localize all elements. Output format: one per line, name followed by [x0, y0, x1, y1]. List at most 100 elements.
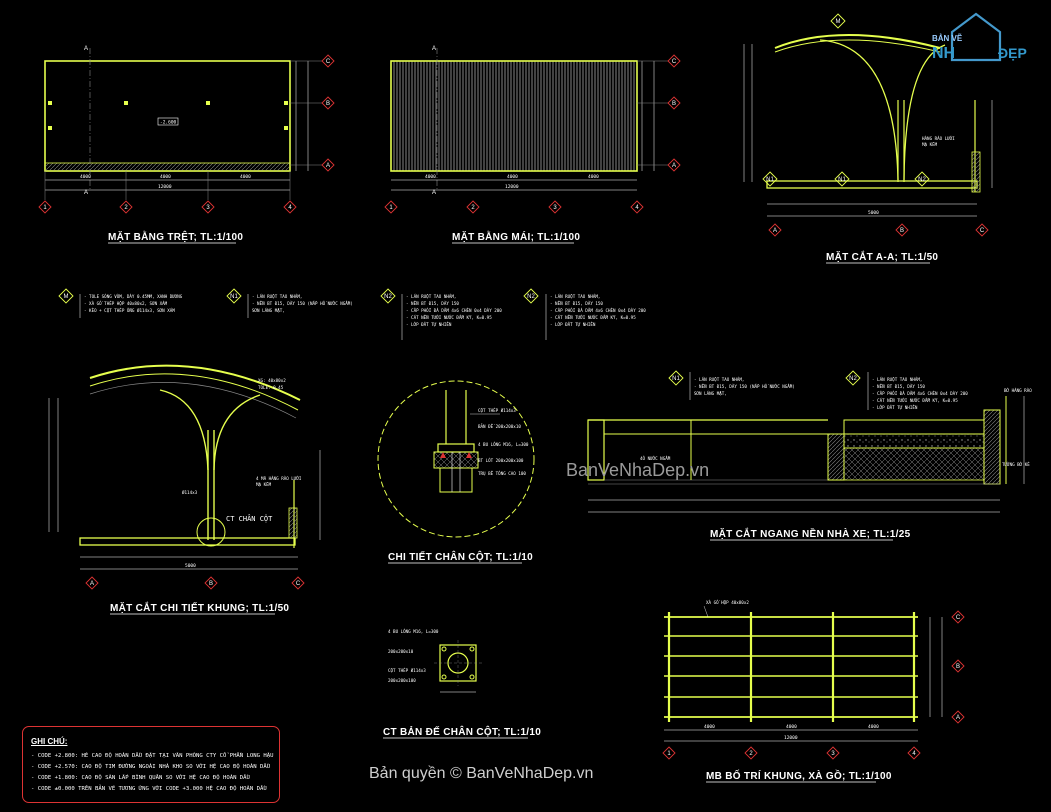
- title-floor-section: MẶT CẮT NGANG NỀN NHÀ XE; TL:1/25: [710, 527, 911, 540]
- title-section-aa: MẶT CẮT A-A; TL:1/50: [826, 250, 938, 263]
- note-bubble-m: M: [64, 294, 69, 300]
- col-foot-callout: CT CHÂN CỘT: [226, 514, 273, 523]
- material-notes: M N1 N2 N2 - TOLE SÓNG VÒM, DÀY 0.45MM, …: [58, 288, 646, 340]
- copyright: Bản quyền © BanVeNhaDep.vn: [369, 765, 593, 782]
- roof-axis-1: 1: [389, 205, 393, 211]
- axis-bubbles-plans: 1 2 3 4 1 2 3 4 C B A C B A: [38, 54, 681, 214]
- roof-plan-outline: [390, 60, 638, 172]
- svg-text:- XÀ GỒ THÉP HỘP 40x80x2, SƠN: - XÀ GỒ THÉP HỘP 40x80x2, SƠN XÁM: [84, 301, 168, 306]
- dim-span-1: 4000: [80, 174, 91, 180]
- legend-row-2: - CODE +2.570: CAO ĐỘ TIM ĐƯỜNG NGOÀI NH…: [31, 764, 271, 770]
- frame-axis-c: C: [296, 581, 301, 587]
- roof-axis-3: 3: [553, 205, 557, 211]
- svg-text:SƠN LÁNG MẶT,: SƠN LÁNG MẶT,: [694, 391, 727, 396]
- roof-axis-b: B: [672, 101, 676, 107]
- svg-text:- NỀN BT Đ15, DÀY 150: - NỀN BT Đ15, DÀY 150: [406, 301, 459, 306]
- floor-section: 4Ô NƯỚC NGẦM N1 N2 - LÁN RUỘT TAO NHÁM, …: [587, 370, 1032, 513]
- svg-text:200x200x10: 200x200x10: [388, 649, 414, 654]
- floor-bubble-n2: N2: [849, 376, 857, 382]
- note-bubble-n2: N2: [384, 294, 392, 300]
- svg-text:- NỀN BT Đ15, DÀY 150: - NỀN BT Đ15, DÀY 150: [550, 301, 603, 306]
- frame-axis-a: A: [90, 581, 94, 587]
- section-aa: 5000 HÀNG RÀO LƯỚI MẠ KẼM M N1 N1 N2 A B…: [743, 13, 993, 237]
- roof-dim-span-1: 4000: [425, 174, 436, 180]
- axis-3: 3: [206, 205, 210, 211]
- roof-section-mark-bottom: A: [432, 190, 436, 196]
- svg-text:BẢN ĐẾ 200x200x10: BẢN ĐẾ 200x200x10: [478, 424, 521, 429]
- axis-2: 2: [124, 205, 128, 211]
- roof-axis-a: A: [672, 163, 676, 169]
- brand-logo: BẢN VẼ NH ĐẸP: [932, 12, 1027, 62]
- title-frame-layout: MB BỐ TRÍ KHUNG, XÀ GỒ; TL:1/100: [706, 768, 892, 782]
- frame-detail-section: CT CHÂN CỘT 5000 4 MÃ HÀNG RÀO LƯỚI MẠ K…: [48, 364, 321, 590]
- axis-1: 1: [43, 205, 47, 211]
- legend-box: GHI CHÚ: - CODE +2.800: HÉ CAO ĐỘ HOÀN D…: [22, 726, 280, 803]
- section-note-fence: HÀNG RÀO LƯỚI: [922, 136, 955, 141]
- svg-text:CỘT THÉP Ø114x3: CỘT THÉP Ø114x3: [388, 668, 426, 673]
- watermark: BanVeNhaDep.vn: [566, 460, 709, 480]
- svg-text:- LỚP ĐẤT TỰ NHIÊN: - LỚP ĐẤT TỰ NHIÊN: [406, 322, 452, 327]
- svg-text:- LÁN RUỘT TAO NHÁM,: - LÁN RUỘT TAO NHÁM,: [694, 377, 744, 382]
- layout-axis-2: 2: [749, 751, 753, 757]
- roof-section-mark-top: A: [432, 46, 436, 52]
- svg-text:- NỀN BT Đ15, DÀY 150 (NẮP HỐ: - NỀN BT Đ15, DÀY 150 (NẮP HỐ NƯỚC NGẦM): [252, 301, 353, 306]
- frame-dim-depth: 5000: [185, 563, 196, 569]
- svg-text:TRỤ BÊ TÔNG CAO 100: TRỤ BÊ TÔNG CAO 100: [478, 471, 526, 476]
- svg-text:- LÁN RUỘT TAO NHÁM,: - LÁN RUỘT TAO NHÁM,: [252, 294, 302, 299]
- svg-text:BỜ HÀNG RÀO: BỜ HÀNG RÀO: [1004, 388, 1032, 393]
- svg-text:- CẤP PHỐI ĐÁ DĂM 4x6 CHÈN 0x4: - CẤP PHỐI ĐÁ DĂM 4x6 CHÈN 0x4 DÀY 200: [406, 308, 502, 313]
- note-bubble-n2b: N2: [527, 294, 535, 300]
- svg-text:SƠN LÁNG MẶT,: SƠN LÁNG MẶT,: [252, 308, 285, 313]
- title-floor-plan: MẶT BẰNG TRỆT; TL:1/100: [108, 230, 243, 243]
- section-bubble-n2: N2: [918, 177, 926, 183]
- svg-text:BT LÓT 200x200x100: BT LÓT 200x200x100: [478, 458, 524, 463]
- floor-plan-hatch: [44, 162, 291, 172]
- svg-text:- NỀN BT Đ15, DÀY 150: - NỀN BT Đ15, DÀY 150: [872, 384, 925, 389]
- base-plate-detail: 4 BU LÔNG M16, L=300 200x200x10 CỘT THÉP…: [388, 629, 482, 693]
- svg-text:Ø114x3: Ø114x3: [182, 490, 198, 495]
- svg-text:- LỚP ĐẤT TỰ NHIÊN: - LỚP ĐẤT TỰ NHIÊN: [872, 405, 918, 410]
- dim-span-3: 4000: [240, 174, 251, 180]
- svg-text:- LỚP ĐẤT TỰ NHIÊN: - LỚP ĐẤT TỰ NHIÊN: [550, 322, 596, 327]
- axis-4: 4: [288, 205, 292, 211]
- note-bubble-n1: N1: [230, 294, 238, 300]
- roof-plan: A A 4000 4000 4000 12000: [390, 46, 668, 196]
- layout-dim-span-2: 4000: [786, 724, 797, 730]
- column-foot-detail: CỘT THÉP Ø114x3 BẢN ĐẾ 200x200x10 4 BU L…: [377, 380, 535, 538]
- svg-text:CỘT THÉP Ø114x3: CỘT THÉP Ø114x3: [478, 408, 516, 413]
- svg-text:- CÁT NỀN TƯỚI NƯỚC ĐẦM KỸ, K=: - CÁT NỀN TƯỚI NƯỚC ĐẦM KỸ, K=0.95: [872, 398, 958, 403]
- layout-axis-4: 4: [912, 751, 916, 757]
- svg-text:TOLE: 0.45: TOLE: 0.45: [258, 385, 284, 390]
- title-roof-plan: MẶT BẰNG MÁI; TL:1/100: [452, 230, 580, 243]
- svg-text:- CẤP PHỐI ĐÁ DĂM 4x6 CHÈN 0x4: - CẤP PHỐI ĐÁ DĂM 4x6 CHÈN 0x4 DÀY 200: [550, 308, 646, 313]
- roof-dim-span-2: 4000: [507, 174, 518, 180]
- floor-bubble-n1: N1: [672, 376, 680, 382]
- layout-axis-1: 1: [667, 751, 671, 757]
- svg-text:4Ô NƯỚC NGẦM: 4Ô NƯỚC NGẦM: [640, 456, 671, 461]
- layout-axis-a: A: [956, 715, 960, 721]
- legend-row-1: - CODE +2.800: HÉ CAO ĐỘ HOÀN DẦU ĐẶT TẠ…: [31, 753, 274, 759]
- frame-layout: XÀ GỒ HỘP 40x80x2 4000 4000 4000 12000 1…: [662, 600, 965, 760]
- svg-text:- NỀN BT Đ15, DÀY 150 (NẮP HỐ: - NỀN BT Đ15, DÀY 150 (NẮP HỐ NƯỚC NGẦM): [694, 384, 795, 389]
- floor-plan-outline: [44, 60, 291, 172]
- svg-text:4 BU LÔNG M16, L=300: 4 BU LÔNG M16, L=300: [478, 442, 529, 447]
- title-base-plate: CT BẢN ĐẾ CHÂN CỘT; TL:1/10: [383, 725, 541, 738]
- dim-span-2: 4000: [160, 174, 171, 180]
- section-dim-depth: 5000: [868, 210, 879, 216]
- logo-nh: NH: [932, 45, 955, 62]
- svg-text:- CẤP PHỐI ĐÁ DĂM 4x6 CHÈN 0x4: - CẤP PHỐI ĐÁ DĂM 4x6 CHÈN 0x4 DÀY 200: [872, 391, 968, 396]
- svg-text:- KÈO + CỘT THÉP ỐNG Ø114x3, S: - KÈO + CỘT THÉP ỐNG Ø114x3, SƠN XÁM: [84, 308, 175, 313]
- roof-axis-4: 4: [635, 205, 639, 211]
- section-bubble-n1: N1: [838, 177, 846, 183]
- svg-text:- TOLE SÓNG VÒM, DÀY 0.45MM, X: - TOLE SÓNG VÒM, DÀY 0.45MM, XANH DƯƠNG: [84, 294, 183, 299]
- section-bubble-n1-left: N1: [766, 177, 774, 183]
- svg-text:- LÁN RUỘT TAO NHÁM,: - LÁN RUỘT TAO NHÁM,: [872, 377, 922, 382]
- svg-text:4 BU LÔNG M16, L=300: 4 BU LÔNG M16, L=300: [388, 629, 439, 634]
- title-frame-detail: MẶT CẮT CHI TIẾT KHUNG; TL:1/50: [110, 601, 289, 614]
- section-mark-a-bottom: A: [84, 190, 88, 196]
- axis-c: C: [326, 59, 331, 65]
- svg-text:200x200x100: 200x200x100: [388, 678, 416, 683]
- svg-text:- CÁT NỀN TƯỚI NƯỚC ĐẦM KỸ, K=: - CÁT NỀN TƯỚI NƯỚC ĐẦM KỸ, K=0.95: [406, 315, 492, 320]
- svg-text:4 MÃ HÀNG RÀO LƯỚI: 4 MÃ HÀNG RÀO LƯỚI: [256, 476, 302, 481]
